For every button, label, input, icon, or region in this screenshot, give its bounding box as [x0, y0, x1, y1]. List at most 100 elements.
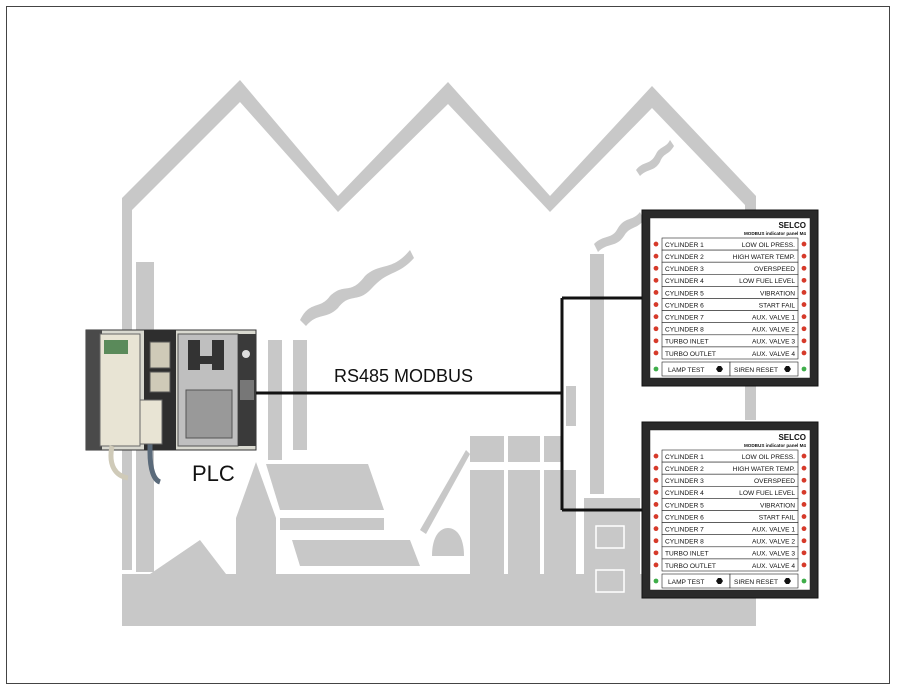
panel-row-left-label: CYLINDER 5 — [665, 290, 704, 297]
lamp-test-icon — [716, 366, 723, 372]
panel-row-right-label: AUX. VALVE 4 — [752, 351, 795, 358]
smoke-plume-2 — [594, 212, 644, 252]
panel-row-right-label: OVERSPEED — [754, 478, 795, 485]
alarm-led-right — [801, 253, 807, 259]
factory-roof-outline — [122, 80, 756, 570]
panel-row-left-label: CYLINDER 3 — [665, 478, 704, 485]
panel-row-left-label: CYLINDER 8 — [665, 327, 704, 334]
building-hall-3 — [292, 540, 420, 566]
alarm-led-right — [801, 562, 807, 568]
alarm-led-right — [801, 453, 807, 459]
panel-row-left-label: TURBO OUTLET — [665, 563, 716, 570]
panel-row-left-label: CYLINDER 1 — [665, 454, 704, 461]
building-mid-block — [314, 574, 424, 624]
panel-row-left-label: CYLINDER 5 — [665, 502, 704, 509]
panel-row-left-label: TURBO OUTLET — [665, 351, 716, 358]
siren-reset-icon — [784, 366, 791, 372]
alarm-led-right — [801, 538, 807, 544]
alarm-led-left — [653, 338, 659, 344]
alarm-led-left — [653, 550, 659, 556]
panel-row-right-label: START FAIL — [759, 302, 796, 309]
alarm-led-right — [801, 326, 807, 332]
building-narrow — [566, 386, 576, 426]
panel-row-right-label: AUX. VALVE 2 — [752, 539, 795, 546]
lamp-test-icon — [716, 578, 723, 584]
building-right-block — [584, 498, 640, 624]
alarm-led-left — [653, 290, 659, 295]
alarm-led-left — [653, 538, 659, 544]
panel-row-left-label: CYLINDER 1 — [665, 242, 704, 249]
panel-row-left-label: TURBO INLET — [665, 339, 709, 346]
factory-windows — [595, 525, 625, 593]
rs485-wiring — [256, 296, 642, 512]
panel-row-right-label: VIBRATION — [760, 290, 795, 297]
alarm-led-right — [801, 338, 807, 344]
siren-reset-button[interactable] — [729, 361, 799, 377]
siren-reset-label: SIREN RESET — [734, 367, 778, 374]
siren-reset-label: SIREN RESET — [734, 579, 778, 586]
smoke-plume-3 — [636, 140, 674, 176]
panel-brand: SELCO — [778, 221, 806, 230]
building-low-block — [430, 588, 512, 624]
alarm-led-right — [801, 290, 807, 295]
alarm-led-left — [653, 465, 659, 471]
building-block-1 — [470, 436, 504, 462]
plc-device — [85, 329, 257, 485]
panel-row-right-label: LOW FUEL LEVEL — [739, 278, 795, 285]
alarm-led-right — [801, 241, 807, 247]
alarm-led-right — [801, 526, 807, 532]
panel-row-right-label: START FAIL — [759, 514, 796, 521]
panel-row-right-label: HIGH WATER TEMP. — [733, 466, 796, 473]
building-slant — [420, 450, 470, 534]
alarm-led-left — [653, 489, 659, 495]
lamp-test-label: LAMP TEST — [668, 579, 704, 586]
alarm-led-left — [653, 453, 659, 459]
building-column-1 — [470, 470, 504, 580]
alarm-led-left — [653, 253, 659, 259]
alarm-led-left — [653, 265, 659, 271]
building-left-gable — [150, 540, 226, 574]
panel-row-right-label: HIGH WATER TEMP. — [733, 254, 796, 261]
alarm-led-right — [801, 350, 807, 356]
alarm-led-right — [801, 314, 807, 320]
siren-reset-icon — [784, 578, 791, 584]
alarm-led-left — [653, 326, 659, 332]
alarm-led-left — [653, 277, 659, 283]
panel-row-left-label: CYLINDER 3 — [665, 266, 704, 273]
building-column-2 — [508, 470, 540, 580]
building-tower — [432, 528, 464, 556]
panel-row-left-label: TURBO INLET — [665, 551, 709, 558]
status-led-left — [653, 578, 659, 584]
building-column-3 — [544, 470, 576, 580]
alarm-led-right — [801, 514, 807, 519]
panel-row-left-label: CYLINDER 7 — [665, 315, 704, 322]
status-led-right — [801, 578, 807, 584]
chimney-3 — [293, 340, 307, 450]
panel-row-right-label: AUX. VALVE 3 — [752, 339, 795, 346]
panel-row-right-label: AUX. VALVE 3 — [752, 551, 795, 558]
status-led-right — [801, 366, 807, 372]
panel-row-right-label: LOW FUEL LEVEL — [739, 490, 795, 497]
alarm-led-left — [653, 350, 659, 356]
alarm-led-left — [653, 514, 659, 519]
building-hall-1 — [266, 464, 384, 510]
panel-row-left-label: CYLINDER 2 — [665, 466, 704, 473]
panel-row-right-label: LOW OIL PRESS. — [742, 454, 795, 461]
panel-row-left-label: CYLINDER 6 — [665, 302, 704, 309]
panel-row-right-label: AUX. VALVE 2 — [752, 327, 795, 334]
panel-model: MODBUS indicator panel M4 — [744, 231, 806, 236]
diagram-frame — [6, 6, 890, 684]
panel-row-left-label: CYLINDER 6 — [665, 514, 704, 521]
building-hall-2 — [280, 518, 384, 530]
panel-row-right-label: AUX. VALVE 1 — [752, 527, 795, 534]
building-spire — [236, 462, 276, 622]
panel-row-right-label: AUX. VALVE 4 — [752, 563, 795, 570]
panel-row-left-label: CYLINDER 7 — [665, 527, 704, 534]
alarm-led-right — [801, 302, 807, 307]
siren-reset-button[interactable] — [729, 573, 799, 589]
panel-row — [661, 558, 799, 572]
alarm-led-right — [801, 265, 807, 271]
